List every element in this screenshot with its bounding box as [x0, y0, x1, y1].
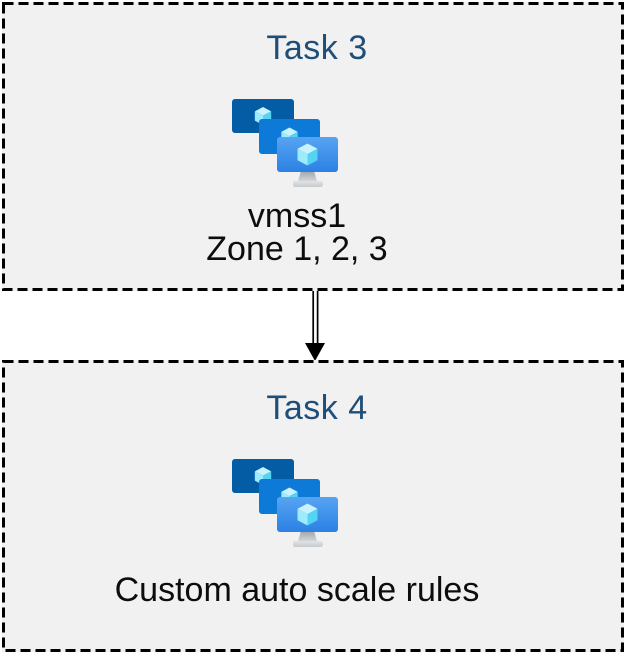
autoscale-rules-label: Custom auto scale rules	[114, 571, 480, 609]
arrowhead-icon	[305, 343, 325, 361]
zones-label: Zone 1, 2, 3	[206, 230, 388, 268]
vmss-name-label: vmss1	[247, 197, 347, 235]
vm-scale-sets-icon	[232, 99, 338, 189]
task4-title: Task 4	[266, 389, 368, 427]
down-arrow-connector	[305, 291, 325, 361]
task3-box: Task 3 vmss1 Zone 1, 2, 3	[2, 2, 624, 291]
task3-title: Task 3	[266, 29, 368, 67]
task4-box: Task 4 Custom auto scale rules	[2, 360, 624, 652]
vm-scale-sets-icon	[232, 459, 338, 549]
